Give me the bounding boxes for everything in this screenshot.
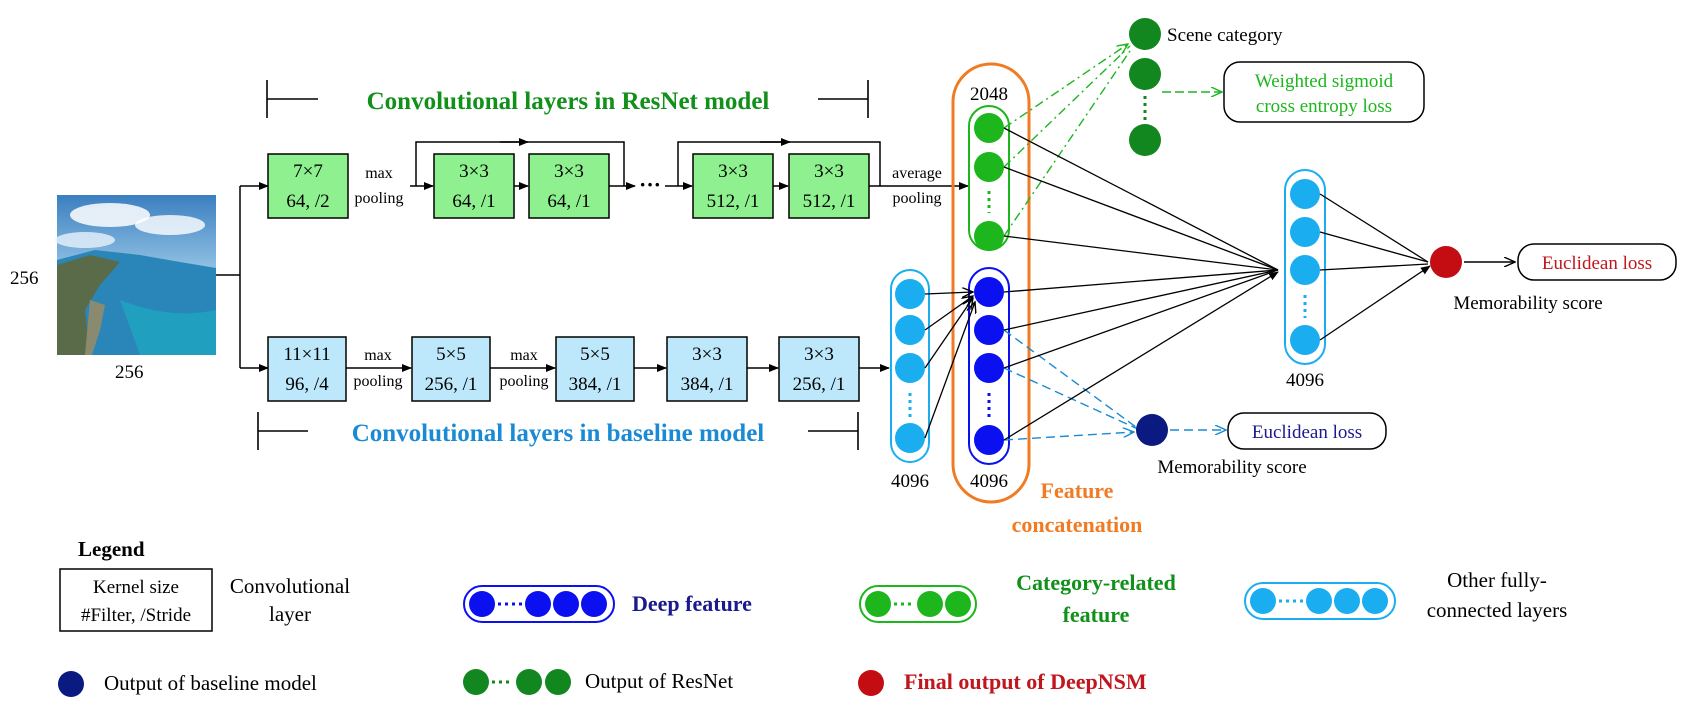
resnet-box-4: 3×3 512, /1 [692, 153, 774, 219]
baseline-title: Convolutional layers in baseline model [352, 420, 765, 447]
baseline-pool-b-label-1: max [510, 347, 538, 364]
baseline-box-5-kernel: 3×3 [804, 344, 834, 365]
deep-feature-layer [968, 267, 1010, 465]
resnet-box-3: 3×3 64, /1 [528, 153, 610, 219]
legend-category-feature-label-2: feature [1063, 602, 1130, 627]
legend-conv-box-line1: Kernel size [93, 577, 179, 598]
legend-resnet-output-label: Output of ResNet [585, 669, 733, 693]
resnet-box-4-kernel: 3×3 [718, 161, 748, 182]
baseline-box-2: 5×5 256, /1 [411, 336, 491, 402]
baseline-box-5-filter: 256, /1 [793, 374, 846, 395]
scene-category-label: Scene category [1167, 25, 1283, 46]
feature-concat-label-2: concatenation [1012, 512, 1143, 537]
category-feature-layer [968, 105, 1010, 251]
resnet-box-1-filter: 64, /2 [286, 191, 329, 212]
resnet-box-1-kernel: 7×7 [293, 161, 323, 182]
baseline-output-node [1136, 414, 1168, 446]
category-feature-label: 2048 [970, 84, 1008, 105]
baseline-box-5: 3×3 256, /1 [778, 336, 860, 402]
baseline-pool-b-label-2: pooling [500, 373, 549, 390]
baseline-box-3-filter: 384, /1 [569, 374, 622, 395]
legend-other-fc-symbol [1244, 582, 1396, 620]
resnet-ellipsis: ··· [639, 172, 661, 197]
legend-other-fc-label-1: Other fully- [1447, 568, 1547, 592]
legend-conv-label-2: layer [269, 602, 311, 626]
baseline-box-4-filter: 384, /1 [681, 374, 734, 395]
resnet-box-2-filter: 64, /1 [452, 191, 495, 212]
feature-concat-label-1: Feature [1041, 478, 1114, 503]
final-output-node [1430, 246, 1462, 278]
legend-baseline-output-node [58, 671, 84, 697]
baseline-loss-label: Euclidean loss [1252, 422, 1362, 443]
final-loss-box: Euclidean loss [1517, 243, 1677, 281]
resnet-avgpool-label-2: pooling [893, 190, 942, 207]
deep-to-baseline-score-connections [1003, 329, 1141, 441]
resnet-maxpool-label-2: pooling [355, 190, 404, 207]
input-split-lines [216, 182, 269, 372]
baseline-box-1-filter: 96, /4 [285, 374, 329, 395]
legend-deep-feature-symbol [463, 585, 615, 623]
legend-baseline-output-label: Output of baseline model [104, 671, 317, 695]
baseline-box-3-kernel: 5×5 [580, 344, 610, 365]
resnet-box-2-kernel: 3×3 [459, 161, 489, 182]
legend-conv-box: Kernel size #Filter, /Stride [59, 568, 213, 632]
legend-category-feature-symbol [859, 585, 977, 623]
baseline-box-2-filter: 256, /1 [425, 374, 478, 395]
resnet-box-3-filter: 64, /1 [547, 191, 590, 212]
legend-final-output-node [858, 670, 884, 696]
baseline-fc-label: 4096 [891, 471, 929, 492]
legend-final-output-label: Final output of DeepNSM [904, 669, 1147, 694]
baseline-box-4: 3×3 384, /1 [666, 336, 748, 402]
sigmoid-loss-label-2: cross entropy loss [1256, 96, 1392, 117]
input-side-label: 256 [10, 268, 39, 289]
feature-concatenation-outline [951, 62, 1031, 504]
legend-resnet-output-symbol [463, 669, 571, 695]
resnet-maxpool-label-1: max [365, 165, 393, 182]
baseline-loss-box: Euclidean loss [1227, 412, 1387, 450]
baseline-pool-a-label-1: max [364, 347, 392, 364]
baseline-box-2-kernel: 5×5 [436, 344, 466, 365]
resnet-box-5-kernel: 3×3 [814, 161, 844, 182]
baseline-to-deep-connections [924, 292, 975, 439]
category-to-scene-connections [1003, 44, 1133, 237]
legend-category-feature-label-1: Category-related [1016, 570, 1176, 595]
resnet-title-bracket [266, 80, 869, 118]
legend-title: Legend [78, 537, 145, 561]
baseline-box-4-kernel: 3×3 [692, 344, 722, 365]
resnet-box-4-filter: 512, /1 [707, 191, 760, 212]
resnet-box-5-filter: 512, /1 [803, 191, 856, 212]
baseline-pool-a-label-2: pooling [354, 373, 403, 390]
final-loss-label: Euclidean loss [1542, 253, 1652, 274]
baseline-box-1-kernel: 11×11 [283, 344, 330, 365]
resnet-title: Convolutional layers in ResNet model [367, 88, 770, 115]
resnet-box-2: 3×3 64, /1 [433, 153, 515, 219]
final-score-label: Memorability score [1453, 293, 1602, 314]
final-fc-layer [1284, 169, 1326, 365]
scene-category-output [1129, 18, 1161, 156]
final-fc-to-output-connections [1319, 193, 1431, 341]
sigmoid-loss-label-1: Weighted sigmoid [1255, 71, 1394, 92]
sigmoid-loss-box: Weighted sigmoid cross entropy loss [1223, 61, 1425, 123]
baseline-title-bracket [257, 412, 859, 450]
resnet-box-1: 7×7 64, /2 [267, 153, 349, 219]
final-fc-label: 4096 [1286, 370, 1324, 391]
concat-to-final-fc-connections [1003, 127, 1279, 441]
legend-other-fc-label-2: connected layers [1427, 598, 1568, 622]
resnet-avgpool-label-1: average [892, 165, 942, 182]
baseline-box-1: 11×11 96, /4 [267, 336, 347, 402]
deep-feature-label: 4096 [970, 471, 1008, 492]
legend-deep-feature-label: Deep feature [632, 591, 752, 616]
legend-conv-box-line2: #Filter, /Stride [81, 605, 191, 626]
input-image [55, 195, 216, 355]
resnet-box-3-kernel: 3×3 [554, 161, 584, 182]
input-bottom-label: 256 [115, 362, 144, 383]
baseline-box-3: 5×5 384, /1 [555, 336, 635, 402]
legend-conv-label-1: Convolutional [230, 574, 350, 598]
baseline-score-label: Memorability score [1157, 457, 1306, 478]
resnet-box-5: 3×3 512, /1 [788, 153, 870, 219]
baseline-fc-layer [890, 269, 930, 463]
